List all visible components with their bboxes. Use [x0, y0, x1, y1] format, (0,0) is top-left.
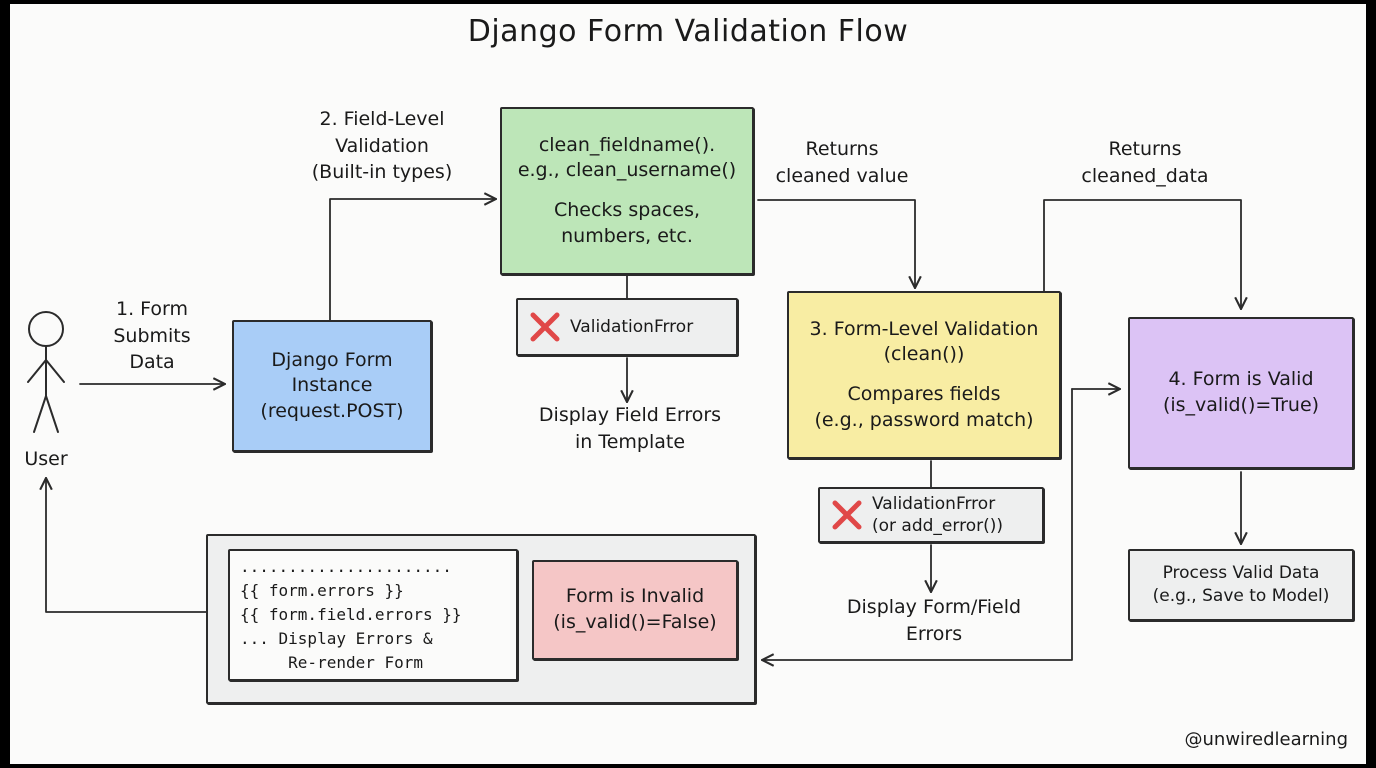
edge-label-returns-value: Returns cleaned value — [775, 138, 909, 187]
edge-returns-value — [757, 199, 915, 288]
edge-field-level — [329, 199, 496, 321]
field-validation-error-box: ValidationFrror — [516, 298, 738, 356]
display-form-errors-label: Display Form/Field Errors — [846, 596, 1022, 645]
edge-back-to-user — [46, 478, 207, 613]
edge-label-field-level: 2. Field-Level Validation (Built-in type… — [311, 108, 453, 184]
edge-returns-data — [1043, 199, 1241, 309]
form-valid-box: 4. Form is Valid (is_valid()=True) — [1128, 317, 1354, 469]
watermark: @unwiredlearning — [1184, 729, 1348, 750]
red-x-icon — [832, 500, 862, 530]
user-label: User — [24, 448, 68, 470]
process-valid-data-box: Process Valid Data (e.g., Save to Model) — [1128, 549, 1354, 621]
form-instance-box: Django Form Instance (request.POST) — [232, 320, 432, 452]
page-title: Django Form Validation Flow — [467, 14, 909, 49]
diagram-canvas: Django Form Validation Flow User 1. Form… — [10, 4, 1366, 764]
user-stick-figure-icon — [27, 311, 65, 433]
display-field-errors-label: Display Field Errors in Template — [538, 404, 722, 453]
form-validation-error-box: ValidationFrror (or add_error()) — [818, 487, 1044, 543]
form-level-validation-box: 3. Form-Level Validation (clean()) Compa… — [787, 291, 1061, 459]
red-x-icon — [530, 312, 560, 342]
edge-label-submit: 1. Form Submits Data — [113, 298, 191, 374]
edge-label-returns-data: Returns cleaned_data — [1081, 138, 1209, 187]
edge-invalid-loop — [762, 388, 1073, 660]
template-code-box: ...................... {{ form.errors }}… — [228, 549, 518, 681]
clean-fieldname-box: clean_fieldname(). e.g., clean_username(… — [500, 107, 754, 275]
form-invalid-box: Form is Invalid (is_valid()=False) — [532, 560, 738, 660]
edges-layer — [27, 4, 1366, 764]
